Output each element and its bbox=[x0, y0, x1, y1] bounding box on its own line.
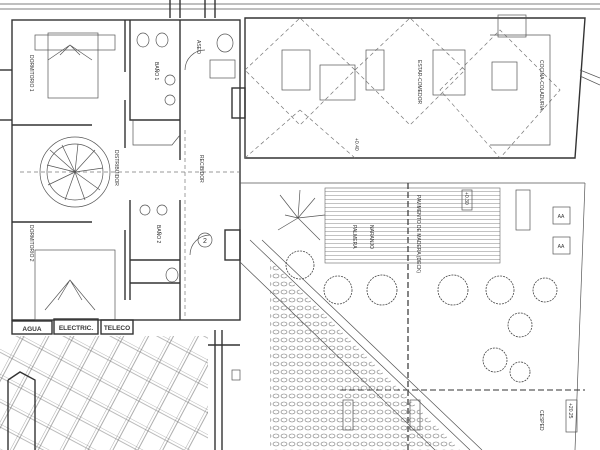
utility-teleco: TELECO bbox=[104, 325, 130, 332]
hedge bbox=[515, 189, 531, 231]
label-palmera: PALMERA bbox=[351, 225, 357, 249]
label-dormitorio-2: DORMITORIO 2 bbox=[28, 225, 34, 262]
level-garden: +20.25 bbox=[567, 403, 573, 419]
trees bbox=[285, 250, 558, 383]
label-aseo: ASEO bbox=[195, 40, 201, 54]
property-wall bbox=[208, 330, 240, 450]
label-distribuidor: DISTRIBUIDOR bbox=[113, 150, 119, 186]
level-deck: +0.30 bbox=[463, 192, 469, 205]
door-number: 2 bbox=[203, 238, 207, 245]
label-recibidor: RECIBIDOR bbox=[198, 155, 204, 183]
label-pavimento: PAVIMENTO DE MADERA (DECK) bbox=[415, 195, 421, 273]
label-estar-comedor: ESTAR-COMEDOR bbox=[416, 60, 422, 104]
label-dormitorio-1: DORMITORIO 1 bbox=[28, 55, 34, 92]
label-bano-1: BAÑO 1 bbox=[153, 62, 160, 81]
entrance-porch bbox=[7, 371, 36, 450]
utility-meters: AGUA ELECTRIC. TELECO bbox=[11, 318, 134, 335]
label-cocina: COCINA-COLADURIA bbox=[538, 60, 544, 111]
gravel-area bbox=[270, 260, 460, 450]
garden: AA AA +0.30 PAVIMENTO DE MADERA (DECK) P… bbox=[239, 182, 586, 450]
palm-tree bbox=[277, 189, 326, 241]
level-interior: +0.40 bbox=[353, 138, 359, 151]
wooden-deck bbox=[324, 187, 501, 264]
utility-agua: AGUA bbox=[22, 326, 41, 333]
living-kitchen-block: +0.40 bbox=[231, 14, 600, 159]
room-labels: DORMITORIO 1 BAÑO 1 ASEO DISTRIBUIDOR DO… bbox=[28, 40, 544, 262]
label-cesped: CESPED bbox=[538, 410, 544, 431]
label-naranjo: NARANJO bbox=[368, 225, 374, 249]
top-boundary bbox=[0, 0, 600, 18]
tiled-pavement bbox=[0, 336, 208, 450]
spiral-stair bbox=[39, 136, 111, 208]
label-bano-2: BAÑO 2 bbox=[155, 225, 162, 244]
aa-unit-2: AA bbox=[558, 244, 565, 250]
aa-unit-1: AA bbox=[558, 214, 565, 220]
utility-electric: ELECTRIC. bbox=[59, 325, 94, 332]
